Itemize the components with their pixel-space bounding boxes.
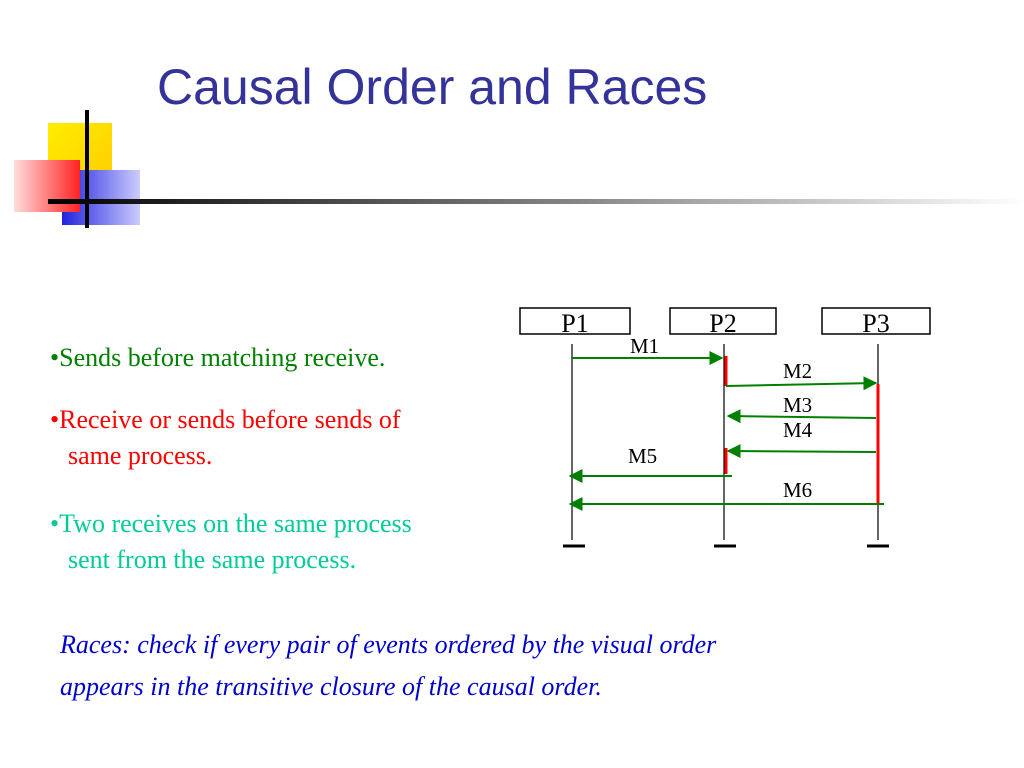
slide-title: Causal Order and Races xyxy=(157,59,708,115)
title-rule xyxy=(48,199,1024,204)
bullet-receive-or-sends: •Receive or sends before sends of same p… xyxy=(50,402,401,474)
bullet-line: same process. xyxy=(68,441,213,470)
message-label-m1: M1 xyxy=(630,334,659,358)
message-label-m5: M5 xyxy=(628,444,657,468)
sequence-diagram: P1 P2 P3 M1 M2 M3 M4 M5 M6 xyxy=(519,307,931,548)
process-box xyxy=(669,307,777,335)
title-decoration xyxy=(14,110,1024,228)
bullet-two-receives: •Two receives on the same process sent f… xyxy=(50,506,412,578)
bullet-sends-before-receive: •Sends before matching receive. xyxy=(50,340,385,376)
process-p2: P2 xyxy=(669,307,777,338)
process-label: P3 xyxy=(862,309,889,338)
races-line: Races: check if every pair of events ord… xyxy=(60,630,717,659)
message-m2 xyxy=(725,376,878,391)
message-m4 xyxy=(726,444,877,459)
message-m3 xyxy=(726,409,877,424)
races-line: appears in the transitive closure of the… xyxy=(60,672,602,701)
bullet-line: •Two receives on the same process xyxy=(50,509,412,538)
message-label-m6: M6 xyxy=(783,478,812,502)
process-p1: P1 xyxy=(519,307,631,338)
bullet-line: •Sends before matching receive. xyxy=(50,343,386,372)
deco-red-square xyxy=(14,160,80,212)
process-p3: P3 xyxy=(821,307,931,338)
message-label-m2: M2 xyxy=(783,359,812,383)
deco-vertical-bar xyxy=(85,110,89,228)
message-label-m4: M4 xyxy=(783,418,813,442)
process-label: P2 xyxy=(709,309,736,338)
process-box xyxy=(519,307,631,335)
bullet-line: sent from the same process. xyxy=(68,545,357,574)
process-box xyxy=(821,307,931,335)
process-label: P1 xyxy=(561,309,588,338)
message-label-m3: M3 xyxy=(783,393,812,417)
bullet-line: •Receive or sends before sends of xyxy=(50,405,401,434)
races-note: Races: check if every pair of events ord… xyxy=(60,624,716,708)
